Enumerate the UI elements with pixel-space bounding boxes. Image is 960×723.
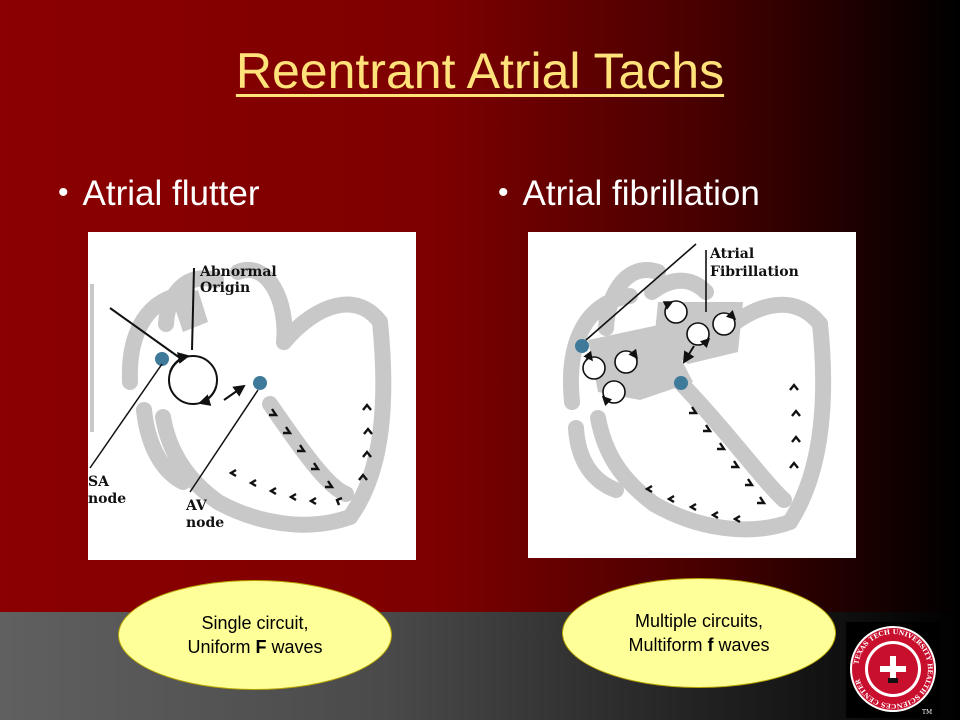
callout-text: Uniform: [187, 637, 256, 657]
callout-text: waves: [266, 637, 323, 657]
label-origin: Origin: [200, 280, 250, 296]
callout-line-1: Multiple circuits,: [634, 611, 764, 631]
seal-icon: TEXAS TECH UNIVERSITY HEALTH SCIENCES CE…: [850, 626, 936, 716]
callout-bold-letter: f: [707, 635, 714, 655]
heart-outline: [121, 262, 392, 533]
label-atrial: Atrial: [709, 246, 754, 262]
trademark-mark: TM: [922, 709, 932, 716]
bullet-label: Atrial fibrillation: [522, 174, 760, 213]
bullet-dot: •: [58, 176, 69, 209]
bullet-dot: •: [498, 176, 509, 209]
bullet-atrial-fibrillation: • Atrial fibrillation: [498, 174, 760, 214]
conduction-arrows: [228, 403, 373, 506]
callout-single-circuit: Single circuit, Uniform F waves: [118, 580, 392, 690]
bullet-atrial-flutter: • Atrial flutter: [58, 174, 260, 214]
panel-edge-line: [90, 284, 94, 432]
pointer-line: [585, 243, 697, 341]
callout-text: Multiform: [628, 635, 708, 655]
reentry-arrow: [169, 352, 190, 373]
ttuhsc-seal-logo: TEXAS TECH UNIVERSITY HEALTH SCIENCES CE…: [846, 622, 940, 718]
av-node-dot: [674, 376, 688, 390]
callout-line-2: Uniform F waves: [187, 635, 322, 659]
label-sa: SA: [88, 474, 110, 490]
callout-text: waves: [713, 635, 770, 655]
heart-outline: [563, 262, 832, 538]
atrium-wall: [173, 290, 208, 332]
reentry-circuit: [168, 355, 218, 405]
atrial-fibrillation-diagram: Atrial Fibrillation: [528, 232, 856, 558]
label-fibrillation: Fibrillation: [710, 264, 799, 280]
slide-title: Reentrant Atrial Tachs: [235, 43, 725, 99]
callout-line-1: Single circuit,: [201, 613, 309, 633]
conduction-arrow: [223, 384, 246, 401]
callout-line-2: Multiform f waves: [628, 633, 769, 657]
av-node-dot: [253, 376, 267, 390]
callout-bold-letter: F: [255, 637, 267, 657]
label-sa-node: node: [88, 491, 126, 507]
sa-node-dot: [575, 339, 589, 353]
conduction-arrow: [682, 345, 695, 364]
label-av: AV: [185, 498, 208, 514]
bullet-label: Atrial flutter: [82, 174, 260, 213]
label-abnormal: Abnormal: [199, 264, 277, 280]
heart-diagram-fibrillation: Atrial Fibrillation: [563, 243, 832, 538]
callout-multiple-circuits: Multiple circuits, Multiform f waves: [562, 578, 836, 688]
label-av-node: node: [186, 515, 224, 531]
sa-node-dot: [155, 352, 169, 366]
atrial-flutter-diagram: Abnormal Origin SA node AV node: [88, 232, 416, 560]
circuit-arrows: [583, 301, 737, 407]
pointer-line: [189, 389, 259, 493]
pointer-line: [89, 363, 163, 469]
heart-diagram-flutter: Abnormal Origin SA node AV node: [88, 262, 392, 533]
pointer-line: [109, 307, 181, 359]
conduction-arrows: [644, 383, 801, 524]
reentry-arrow: [198, 386, 217, 406]
pointer-line: [191, 267, 195, 351]
